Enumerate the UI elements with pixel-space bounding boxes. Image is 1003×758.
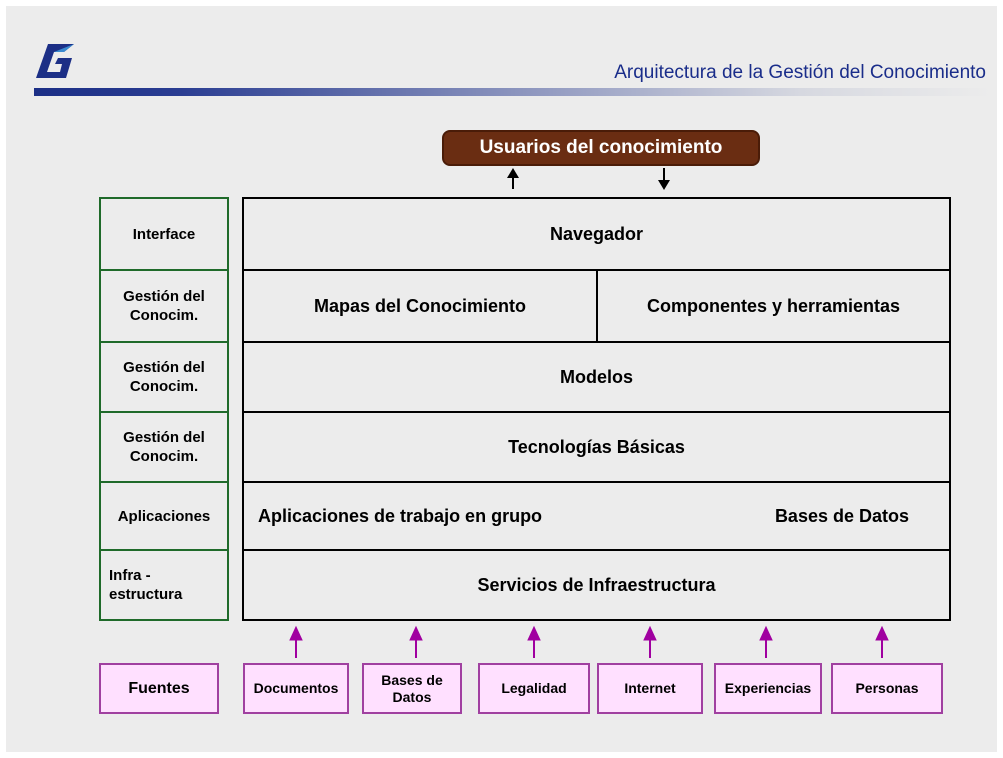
source-personas: Personas — [831, 663, 943, 714]
source-arrow-1 — [409, 625, 423, 658]
source-arrow-3 — [643, 625, 657, 658]
page-title: Arquitectura de la Gestión del Conocimie… — [614, 62, 986, 83]
layer-mapas: Mapas del Conocimiento — [244, 271, 598, 341]
connector-arrows — [289, 168, 889, 658]
layer-mapas-componentes: Mapas del Conocimiento Componentes y her… — [244, 271, 949, 343]
source-arrow-4 — [759, 625, 773, 658]
architecture-layers: Navegador Mapas del Conocimiento Compone… — [242, 197, 951, 621]
source-documentos: Documentos — [243, 663, 349, 714]
left-label-gestion-2: Gestión del Conocim. — [101, 343, 227, 413]
left-label-aplicaciones: Aplicaciones — [101, 483, 227, 551]
left-label-interface: Interface — [101, 199, 227, 271]
layer-componentes: Componentes y herramientas — [646, 295, 901, 316]
left-label-gestion-1: Gestión del Conocim. — [101, 271, 227, 343]
left-label-infraestructura: Infra - estructura — [109, 567, 183, 603]
g-logo-icon — [36, 44, 74, 78]
arrow-down-from-users — [658, 168, 670, 190]
layer-aplicaciones-grupo: Aplicaciones de trabajo en grupo — [258, 505, 543, 526]
sources-label: Fuentes — [99, 663, 219, 714]
layer-aplicaciones: Aplicaciones de trabajo en grupo Bases d… — [244, 483, 949, 551]
source-bases-datos: Bases de Datos — [362, 663, 462, 714]
source-arrow-5 — [875, 625, 889, 658]
source-internet: Internet — [597, 663, 703, 714]
arrow-up-to-users — [507, 168, 519, 189]
title-underline — [34, 88, 992, 96]
source-arrow-0 — [289, 625, 303, 658]
layer-navegador: Navegador — [244, 199, 949, 271]
source-legalidad: Legalidad — [478, 663, 590, 714]
layer-tecnologias: Tecnologías Básicas — [244, 413, 949, 483]
users-box: Usuarios del conocimiento — [442, 130, 760, 166]
layer-modelos: Modelos — [244, 343, 949, 413]
source-experiencias: Experiencias — [714, 663, 822, 714]
layer-labels-column: Interface Gestión del Conocim. Gestión d… — [99, 197, 229, 621]
layer-bases-datos: Bases de Datos — [774, 505, 909, 526]
source-arrow-2 — [527, 625, 541, 658]
left-label-gestion-3: Gestión del Conocim. — [101, 413, 227, 483]
slide: Arquitectura de la Gestión del Conocimie… — [6, 6, 997, 752]
layer-servicios: Servicios de Infraestructura — [477, 574, 716, 595]
